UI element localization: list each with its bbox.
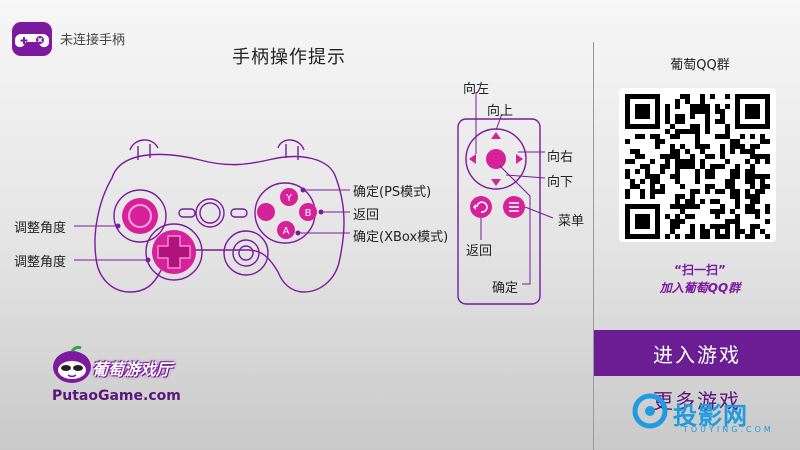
gamepad-diagram: Y B A	[74, 92, 554, 305]
brand-logo-name: 葡萄游戏厅	[92, 360, 173, 379]
label-confirm-ps: 确定(PS模式)	[353, 185, 432, 200]
more-games-button[interactable]: 更多游戏	[653, 388, 741, 413]
label-back-gamepad: 返回	[353, 208, 380, 223]
label-right: 向右	[547, 150, 574, 165]
scan-prompt: “扫一扫”	[674, 263, 726, 277]
label-confirm-remote: 确定	[492, 281, 519, 296]
brand-website: PutaoGame.com	[52, 388, 181, 404]
page-title: 手柄操作提示	[232, 47, 346, 68]
face-button-b: B	[305, 208, 312, 219]
grape-mascot-icon	[50, 345, 94, 389]
face-button-a: A	[283, 226, 290, 237]
qq-group-qr-code	[619, 88, 776, 242]
watermark-sub: TOUYING.COM	[683, 425, 774, 434]
label-left: 向左	[463, 82, 490, 97]
label-down: 向下	[547, 175, 574, 190]
join-group-text: 加入葡萄QQ群	[659, 281, 741, 295]
label-menu: 菜单	[558, 214, 585, 229]
label-adjust-angle-left-stick: 调整角度	[14, 221, 67, 236]
connection-status: 未连接手柄	[60, 33, 126, 48]
label-back-remote: 返回	[466, 244, 493, 259]
label-adjust-angle-right-stick: 调整角度	[14, 255, 67, 270]
label-up: 向上	[487, 104, 514, 119]
face-button-y: Y	[285, 193, 293, 204]
watermark-logo-icon	[631, 392, 669, 434]
watermark-text: 投影网	[673, 402, 748, 430]
qq-group-title: 葡萄QQ群	[670, 58, 730, 73]
label-confirm-xbox: 确定(XBox模式)	[353, 230, 449, 245]
enter-game-button[interactable]: 进入游戏	[594, 330, 800, 376]
gamepad-status-icon	[12, 22, 52, 56]
panel-divider	[593, 42, 594, 450]
